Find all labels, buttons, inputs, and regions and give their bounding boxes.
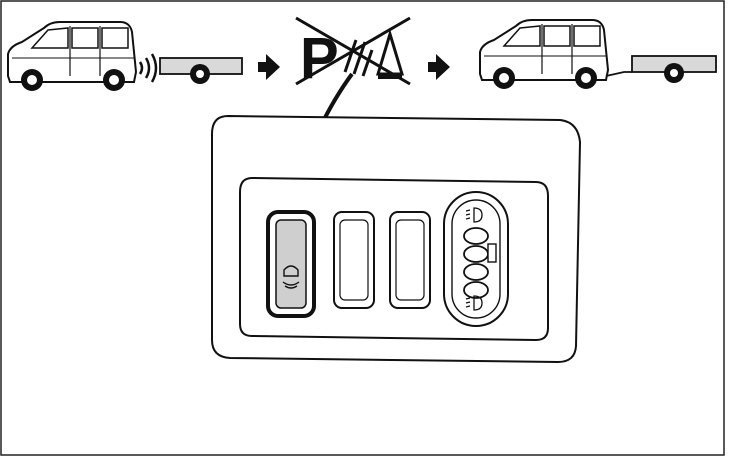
parking-sensor-disabled-icon: P: [295, 16, 411, 91]
dial-positions: [463, 227, 489, 299]
blank-switch-1[interactable]: [333, 211, 375, 309]
trailer-icon: [159, 57, 243, 84]
headlamp-icon: [465, 207, 483, 223]
outer-border: [0, 0, 725, 456]
van-icon: [479, 19, 609, 90]
parking-sensor-icon: [282, 265, 300, 289]
trailer-icon: [605, 55, 717, 83]
arrow-right-icon: [258, 54, 280, 80]
headlamp-dial[interactable]: [443, 191, 509, 327]
sensor-waves-icon: [138, 53, 158, 83]
van-icon: [7, 21, 137, 92]
arrow-right-icon: [428, 54, 450, 80]
parking-symbol-letter: P: [300, 26, 339, 91]
headlamp-icon: [465, 295, 483, 311]
blank-switch-2[interactable]: [389, 211, 431, 309]
dial-knob: [487, 243, 497, 263]
parking-sensor-switch[interactable]: [266, 210, 316, 318]
switch-panel: [211, 114, 582, 364]
